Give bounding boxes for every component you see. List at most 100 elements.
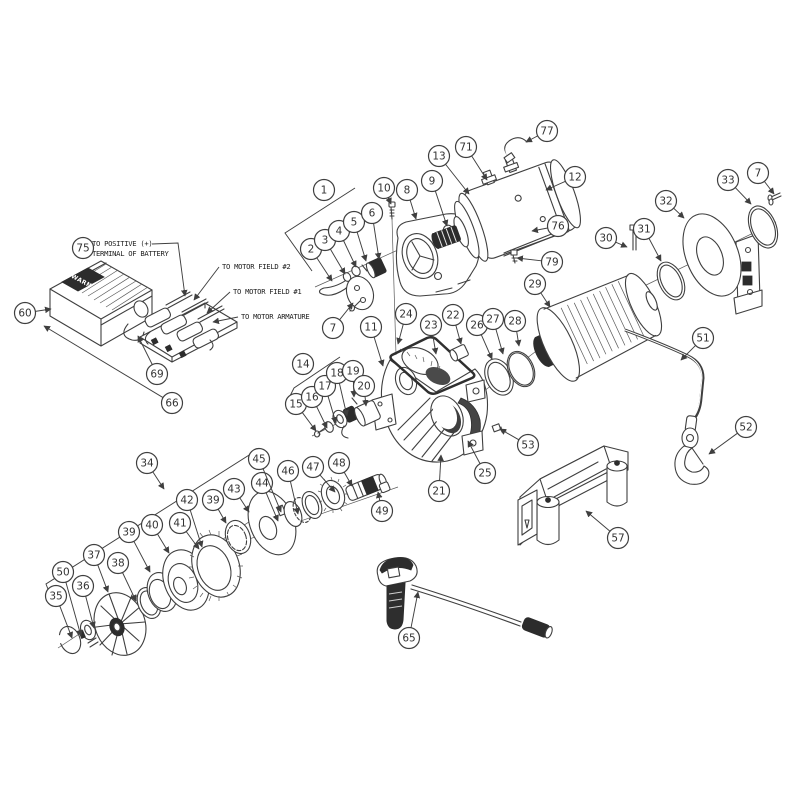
svg-text:50: 50 bbox=[56, 567, 69, 579]
callout-21: 21 bbox=[427, 454, 451, 503]
svg-text:TERMINAL OF BATTERY: TERMINAL OF BATTERY bbox=[92, 249, 169, 258]
callout-37: 37 bbox=[82, 543, 109, 593]
svg-text:76: 76 bbox=[551, 221, 565, 233]
svg-text:39: 39 bbox=[206, 495, 219, 507]
svg-text:53: 53 bbox=[521, 440, 534, 452]
svg-text:17: 17 bbox=[318, 381, 331, 393]
clutch-shaft-parts bbox=[313, 393, 397, 439]
svg-text:42: 42 bbox=[180, 495, 193, 507]
cam-plate bbox=[345, 275, 375, 311]
callout-28: 28 bbox=[503, 309, 527, 347]
brake-nut-22 bbox=[449, 344, 469, 362]
svg-text:37: 37 bbox=[87, 550, 100, 562]
bushing-ring-31 bbox=[656, 261, 686, 301]
svg-text:15: 15 bbox=[289, 399, 302, 411]
svg-text:23: 23 bbox=[424, 320, 437, 332]
brand-label-plate bbox=[61, 267, 105, 292]
winch-drum bbox=[533, 224, 663, 382]
retainer-ring-33 bbox=[747, 205, 779, 249]
svg-text:36: 36 bbox=[76, 581, 90, 593]
svg-text:24: 24 bbox=[399, 309, 413, 321]
callout-24: 24 bbox=[394, 302, 418, 345]
svg-text:12: 12 bbox=[568, 172, 581, 184]
solenoid-pack bbox=[139, 291, 238, 363]
svg-text:13: 13 bbox=[432, 151, 445, 163]
callout-27: 27 bbox=[481, 307, 505, 355]
svg-text:8: 8 bbox=[404, 185, 411, 197]
callout-75: 75 bbox=[71, 236, 95, 260]
callout-46: 46 bbox=[276, 459, 300, 515]
svg-text:41: 41 bbox=[173, 518, 186, 530]
svg-text:4: 4 bbox=[336, 226, 343, 238]
callout-71: 71 bbox=[454, 135, 488, 181]
bracket-1 bbox=[284, 187, 356, 272]
bearing-20 bbox=[341, 393, 397, 439]
remote-plug bbox=[521, 617, 553, 639]
svg-text:75: 75 bbox=[76, 243, 89, 255]
internal-gear-23 bbox=[399, 347, 451, 386]
svg-text:32: 32 bbox=[659, 196, 672, 208]
brake-rotor-37 bbox=[87, 592, 147, 656]
svg-text:48: 48 bbox=[332, 458, 345, 470]
ratchet-ring-39 bbox=[224, 519, 252, 555]
housing-ribs bbox=[397, 397, 457, 462]
motor-field-1-label: TO MOTOR FIELD #1 bbox=[206, 287, 302, 314]
callout-35: 35 bbox=[44, 584, 73, 639]
callout-33: 33 bbox=[716, 168, 752, 205]
callout-39: 39 bbox=[117, 520, 151, 573]
svg-text:52: 52 bbox=[739, 422, 752, 434]
svg-text:21: 21 bbox=[432, 486, 445, 498]
callout-48: 48 bbox=[327, 451, 353, 487]
callout-66: 66 bbox=[43, 325, 184, 415]
callout-18: 18 bbox=[325, 361, 349, 417]
vent-elbow-77 bbox=[503, 137, 528, 164]
svg-text:69: 69 bbox=[150, 369, 163, 381]
output-shaft-group bbox=[247, 473, 391, 556]
svg-text:66: 66 bbox=[165, 398, 179, 410]
svg-text:43: 43 bbox=[227, 484, 240, 496]
remote-control bbox=[376, 557, 553, 639]
hook-52 bbox=[674, 427, 710, 485]
svg-text:TO POSITIVE (+): TO POSITIVE (+) bbox=[92, 239, 152, 248]
pin-5 bbox=[361, 264, 368, 272]
svg-text:3: 3 bbox=[322, 235, 329, 247]
callout-40: 40 bbox=[140, 513, 170, 554]
svg-text:19: 19 bbox=[346, 366, 359, 378]
tie-bolt-10 bbox=[388, 201, 396, 220]
callout-45: 45 bbox=[247, 447, 282, 513]
callout-79: 79 bbox=[516, 250, 564, 274]
callout-47: 47 bbox=[301, 455, 336, 493]
callout-7: 7 bbox=[746, 161, 775, 195]
svg-text:31: 31 bbox=[637, 224, 650, 236]
callout-76: 76 bbox=[531, 214, 570, 238]
svg-text:60: 60 bbox=[18, 308, 31, 320]
svg-text:TO MOTOR ARMATURE: TO MOTOR ARMATURE bbox=[241, 312, 309, 321]
clutch-knob bbox=[365, 257, 387, 279]
screw-15 bbox=[317, 427, 326, 437]
callout-29: 29 bbox=[523, 272, 551, 308]
gear-housing-group bbox=[380, 335, 536, 463]
callout-36: 36 bbox=[71, 574, 96, 629]
svg-text:44: 44 bbox=[255, 478, 269, 490]
svg-text:10: 10 bbox=[377, 183, 390, 195]
shaft-tip-49 bbox=[378, 481, 391, 494]
svg-text:47: 47 bbox=[306, 462, 319, 474]
callout-5: 5 bbox=[342, 210, 368, 262]
svg-text:27: 27 bbox=[486, 314, 499, 326]
callout-38: 38 bbox=[106, 551, 137, 602]
svg-text:2: 2 bbox=[308, 244, 315, 256]
callout-22: 22 bbox=[441, 303, 465, 345]
callout-57: 57 bbox=[585, 510, 630, 550]
callout-77: 77 bbox=[525, 119, 559, 143]
support-plate-32 bbox=[682, 213, 763, 315]
svg-text:20: 20 bbox=[357, 381, 370, 393]
svg-text:51: 51 bbox=[696, 333, 709, 345]
callout-41: 41 bbox=[168, 511, 200, 550]
svg-text:65: 65 bbox=[402, 633, 415, 645]
pin-19 bbox=[351, 397, 358, 405]
svg-text:79: 79 bbox=[545, 257, 558, 269]
svg-text:11: 11 bbox=[364, 322, 377, 334]
remote-cable bbox=[410, 584, 522, 627]
svg-text:9: 9 bbox=[429, 176, 436, 188]
